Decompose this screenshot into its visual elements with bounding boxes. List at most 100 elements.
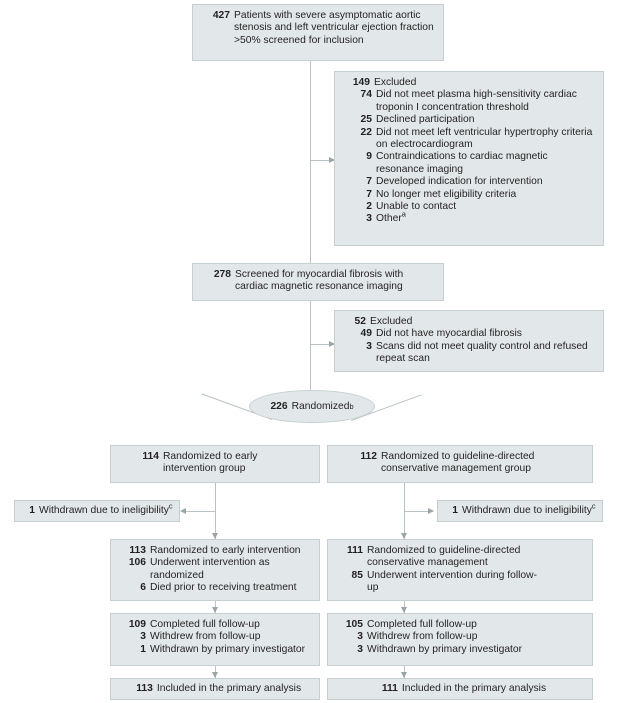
- node-right-allocation-number: 112: [360, 451, 377, 462]
- node-excluded-2-item-number: 3: [366, 340, 372, 352]
- connector-left-branch-1: [215, 483, 216, 539]
- node-right-followup-number: 3: [357, 631, 363, 643]
- node-right-withdrawn: 1 Withdrawn due to ineligibilityc: [437, 500, 603, 522]
- node-left-intervention-number: 6: [140, 582, 146, 594]
- node-right-intervention-text: Underwent intervention during follow-up: [367, 569, 537, 594]
- connector-main-spine-lower: [310, 301, 311, 390]
- connector-to-excluded-1: [310, 160, 334, 161]
- node-screened-cmr-text: Screened for myocardial fibrosis with ca…: [235, 269, 404, 293]
- arrow-down-icon-right-intervention: [400, 533, 407, 539]
- arrow-down-icon-left-followup: [211, 607, 218, 613]
- node-left-intervention-number: 106: [128, 557, 146, 569]
- node-excluded-1-header-text: Excluded: [374, 77, 417, 88]
- node-excluded-2: 52 Excluded 49 Did not have myocardial f…: [334, 310, 604, 372]
- node-excluded-1-item-text: Othera: [376, 210, 596, 225]
- node-right-analysis-number: 111: [381, 683, 398, 694]
- node-right-followup-number: 3: [357, 643, 363, 655]
- node-screened-cmr: 278 Screened for myocardial fibrosis wit…: [192, 263, 444, 301]
- node-right-analysis: 111 Included in the primary analysis: [327, 678, 593, 700]
- node-screened-text: Patients with severe asymptomatic aortic…: [234, 10, 434, 46]
- node-screened-number: 427: [212, 10, 230, 21]
- footnote-marker-c: c: [591, 501, 596, 511]
- node-left-followup-number: 109: [128, 619, 146, 630]
- node-excluded-1-item-label: Other: [376, 213, 402, 225]
- node-excluded-1-item-text: Unable to contact: [376, 201, 457, 213]
- node-excluded-2-item-number: 49: [360, 328, 372, 340]
- arrow-left-icon-left-withdrawn: [180, 507, 186, 514]
- arrow-down-icon-left-analysis: [211, 672, 218, 678]
- arrow-down-icon-right-analysis: [400, 672, 407, 678]
- node-left-intervention-text: Underwent intervention as randomized: [150, 557, 270, 581]
- node-excluded-2-item-text: Did not have myocardial fibrosis: [376, 328, 522, 340]
- connector-main-spine-upper: [310, 61, 311, 263]
- node-excluded-1-item-number: 22: [360, 126, 372, 138]
- node-right-followup-text: Completed full follow-up: [367, 619, 477, 630]
- node-right-intervention-text: Randomized to guideline-directed conserv…: [367, 545, 521, 569]
- node-excluded-2-item-text: Scans did not meet quality control and r…: [376, 340, 588, 365]
- node-left-allocation-text: Randomized to early intervention group: [163, 451, 258, 475]
- arrow-down-icon-right-followup: [400, 607, 407, 613]
- node-randomized-text: Randomized: [291, 401, 350, 412]
- node-left-analysis: 113 Included in the primary analysis: [110, 678, 320, 700]
- node-excluded-1-item-text: Contraindications to cardiac magnetic re…: [376, 151, 548, 175]
- node-left-followup-number: 1: [140, 643, 146, 655]
- arrow-down-icon-left-intervention: [211, 533, 218, 539]
- node-right-withdrawn-text: Withdrawn due to ineligibilityc: [462, 501, 596, 517]
- node-right-withdrawn-label: Withdrawn due to ineligibility: [462, 505, 592, 516]
- node-left-analysis-text: Included in the primary analysis: [156, 683, 302, 694]
- node-left-followup-text: Completed full follow-up: [150, 619, 260, 630]
- node-excluded-1-item-text: No longer met eligibility criteria: [376, 188, 517, 200]
- node-right-followup-text: Withdrew from follow-up: [367, 631, 478, 643]
- node-left-withdrawn: 1 Withdrawn due to ineligibilityc: [14, 500, 180, 522]
- node-excluded-1-item-number: 3: [366, 213, 372, 225]
- node-excluded-1-item-text: Declined participation: [376, 114, 475, 126]
- node-right-followup-text: Withdrawn by primary investigator: [367, 643, 523, 655]
- arrow-right-icon-right-withdrawn: [428, 507, 434, 514]
- node-left-analysis-number: 113: [136, 683, 153, 694]
- node-left-allocation: 114 Randomized to early intervention gro…: [110, 445, 320, 483]
- node-excluded-2-header-number: 52: [354, 316, 366, 327]
- connector-left-withdrawn: [186, 511, 215, 512]
- node-right-intervention-number: 111: [346, 545, 363, 556]
- node-left-intervention-number: 113: [129, 545, 146, 556]
- node-left-followup-number: 3: [140, 631, 146, 643]
- node-left-followup: 109 Completed full follow-up 3 Withdrew …: [110, 613, 320, 666]
- node-excluded-1-item-number: 9: [366, 151, 372, 163]
- node-excluded-1-item-number: 7: [366, 176, 372, 188]
- node-excluded-1-item-text: Did not meet left ventricular hypertroph…: [376, 126, 593, 151]
- node-left-followup-text: Withdrawn by primary investigator: [150, 643, 306, 655]
- node-excluded-1-item-number: 2: [366, 201, 372, 213]
- arrow-right-icon-excluded-1: [329, 156, 335, 163]
- node-left-withdrawn-label: Withdrawn due to ineligibility: [39, 505, 169, 516]
- node-left-withdrawn-text: Withdrawn due to ineligibilityc: [39, 501, 173, 517]
- node-left-followup-text: Withdrew from follow-up: [150, 631, 261, 643]
- footnote-marker-a: a: [401, 210, 406, 220]
- node-right-followup-number: 105: [345, 619, 363, 630]
- node-right-intervention: 111 Randomized to guideline-directed con…: [327, 539, 593, 601]
- node-left-intervention: 113 Randomized to early intervention 106…: [110, 539, 320, 601]
- node-right-intervention-number: 85: [351, 569, 363, 581]
- node-left-withdrawn-number: 1: [29, 505, 35, 516]
- node-excluded-1: 149 Excluded 74 Did not meet plasma high…: [334, 71, 604, 246]
- node-excluded-1-item-text: Developed indication for intervention: [376, 176, 543, 188]
- node-excluded-1-item-text: Did not meet plasma high-sensitivity car…: [376, 89, 577, 113]
- node-left-intervention-text: Randomized to early intervention: [150, 545, 301, 556]
- node-left-intervention-text: Died prior to receiving treatment: [150, 582, 297, 594]
- connector-right-withdrawn: [404, 511, 433, 512]
- node-right-analysis-text: Included in the primary analysis: [401, 683, 547, 694]
- node-excluded-1-item-number: 7: [366, 188, 372, 200]
- node-excluded-2-header-text: Excluded: [370, 316, 413, 327]
- node-excluded-1-item-number: 74: [360, 89, 372, 101]
- node-screened-cmr-number: 278: [213, 269, 231, 280]
- node-left-allocation-number: 114: [142, 451, 159, 462]
- node-excluded-1-item-number: 25: [360, 114, 372, 126]
- arrow-right-icon-excluded-2: [329, 340, 335, 347]
- node-excluded-1-header-number: 149: [352, 77, 370, 88]
- node-right-followup: 105 Completed full follow-up 3 Withdrew …: [327, 613, 593, 666]
- footnote-marker-c: c: [168, 501, 173, 511]
- node-right-allocation-text: Randomized to guideline-directed conserv…: [381, 451, 535, 475]
- connector-to-excluded-2: [310, 344, 334, 345]
- node-right-withdrawn-number: 1: [452, 505, 458, 516]
